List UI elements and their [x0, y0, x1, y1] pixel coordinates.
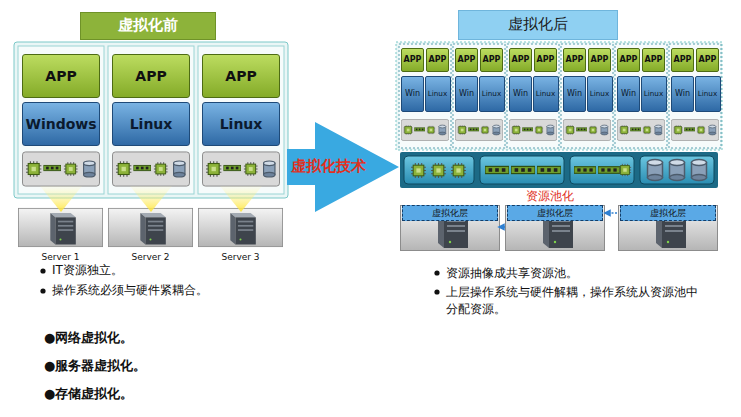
app-box: APP	[696, 48, 719, 72]
app-box: APP	[509, 48, 532, 72]
node-text: Linux	[698, 90, 717, 98]
app-box: APP	[401, 48, 424, 72]
node-text: APP	[591, 55, 609, 64]
node-text: Win	[405, 89, 420, 98]
section-title: 虚拟化前	[80, 12, 216, 40]
node-text: APP	[135, 68, 166, 84]
virtualization-layer: 虚拟化层	[620, 205, 716, 221]
app-box: APP	[455, 48, 478, 72]
app-box: APP	[112, 54, 190, 98]
os-box: Linux	[587, 76, 613, 112]
node-text: 虚拟化层	[432, 208, 468, 218]
os-box: Linux	[641, 76, 667, 112]
os-box: Win	[509, 76, 532, 112]
node-text: Linux	[428, 90, 447, 98]
os-box: Win	[401, 76, 424, 112]
app-box: APP	[617, 48, 640, 72]
bullet-text: IT资源独立。	[52, 262, 272, 279]
pool-label: 资源池化	[505, 188, 595, 205]
os-box: Linux	[202, 102, 280, 146]
os-box: Linux	[479, 76, 505, 112]
node-text: APP	[645, 55, 663, 64]
node-text: Linux	[130, 116, 173, 132]
virtualization-layer: 虚拟化层	[507, 205, 603, 221]
app-box: APP	[671, 48, 694, 72]
node-text: APP	[512, 55, 530, 64]
node-text: APP	[537, 55, 555, 64]
node-text: Win	[459, 89, 474, 98]
node-text: APP	[225, 68, 256, 84]
app-box: APP	[202, 54, 280, 98]
server-label: Server 3	[198, 251, 283, 264]
node-text: APP	[404, 55, 422, 64]
node-text: Windows	[25, 116, 96, 132]
virtualization-layer: 虚拟化层	[402, 205, 498, 221]
process-arrow: 虚拟化技术	[287, 122, 399, 212]
os-box: Win	[563, 76, 586, 112]
node-text: 虚拟化后	[508, 16, 568, 33]
app-box: APP	[642, 48, 665, 72]
os-box: Linux	[112, 102, 190, 146]
node-text: APP	[483, 55, 501, 64]
app-box: APP	[588, 48, 611, 72]
node-text: Win	[567, 89, 582, 98]
node-text: 虚拟化前	[118, 17, 178, 34]
node-text: 虚拟化技术	[291, 158, 366, 175]
summary-bullet: ●网络虚拟化。	[44, 329, 344, 347]
os-box: Win	[617, 76, 640, 112]
os-box: Windows	[22, 102, 100, 146]
os-box: Linux	[695, 76, 721, 112]
node-text: Win	[621, 89, 636, 98]
node-text: APP	[674, 55, 692, 64]
node-text: Linux	[536, 90, 555, 98]
section-title: 虚拟化后	[458, 10, 618, 40]
server-label: Server 1	[18, 251, 103, 264]
bullet-text: 上层操作系统与硬件解耦，操作系统从资源池中分配资源。	[446, 284, 704, 318]
node-text: 虚拟化层	[650, 208, 686, 218]
node-text: APP	[620, 55, 638, 64]
summary-bullet: ●存储虚拟化。	[44, 385, 344, 403]
node-text: APP	[566, 55, 584, 64]
bullet-text: 资源抽像成共享资源池。	[446, 265, 706, 282]
node-text: Linux	[482, 90, 501, 98]
arrow-shape	[287, 122, 399, 212]
node-text: Win	[513, 89, 528, 98]
app-box: APP	[480, 48, 503, 72]
os-box: Linux	[425, 76, 451, 112]
node-text: APP	[699, 55, 717, 64]
node-text: APP	[458, 55, 476, 64]
os-box: Win	[455, 76, 478, 112]
app-box: APP	[534, 48, 557, 72]
node-text: Linux	[220, 116, 263, 132]
bullet-text: 操作系统必须与硬件紧耦合。	[52, 282, 272, 299]
node-text: Win	[675, 89, 690, 98]
os-box: Linux	[533, 76, 559, 112]
node-text: Linux	[644, 90, 663, 98]
app-box: APP	[22, 54, 100, 98]
node-text: APP	[429, 55, 447, 64]
os-box: Win	[671, 76, 694, 112]
node-text: Linux	[590, 90, 609, 98]
node-text: APP	[45, 68, 76, 84]
node-text: 虚拟化层	[537, 208, 573, 218]
summary-bullet: ●服务器虚拟化。	[44, 357, 344, 375]
app-box: APP	[563, 48, 586, 72]
app-box: APP	[426, 48, 449, 72]
server-label: Server 2	[108, 251, 193, 264]
